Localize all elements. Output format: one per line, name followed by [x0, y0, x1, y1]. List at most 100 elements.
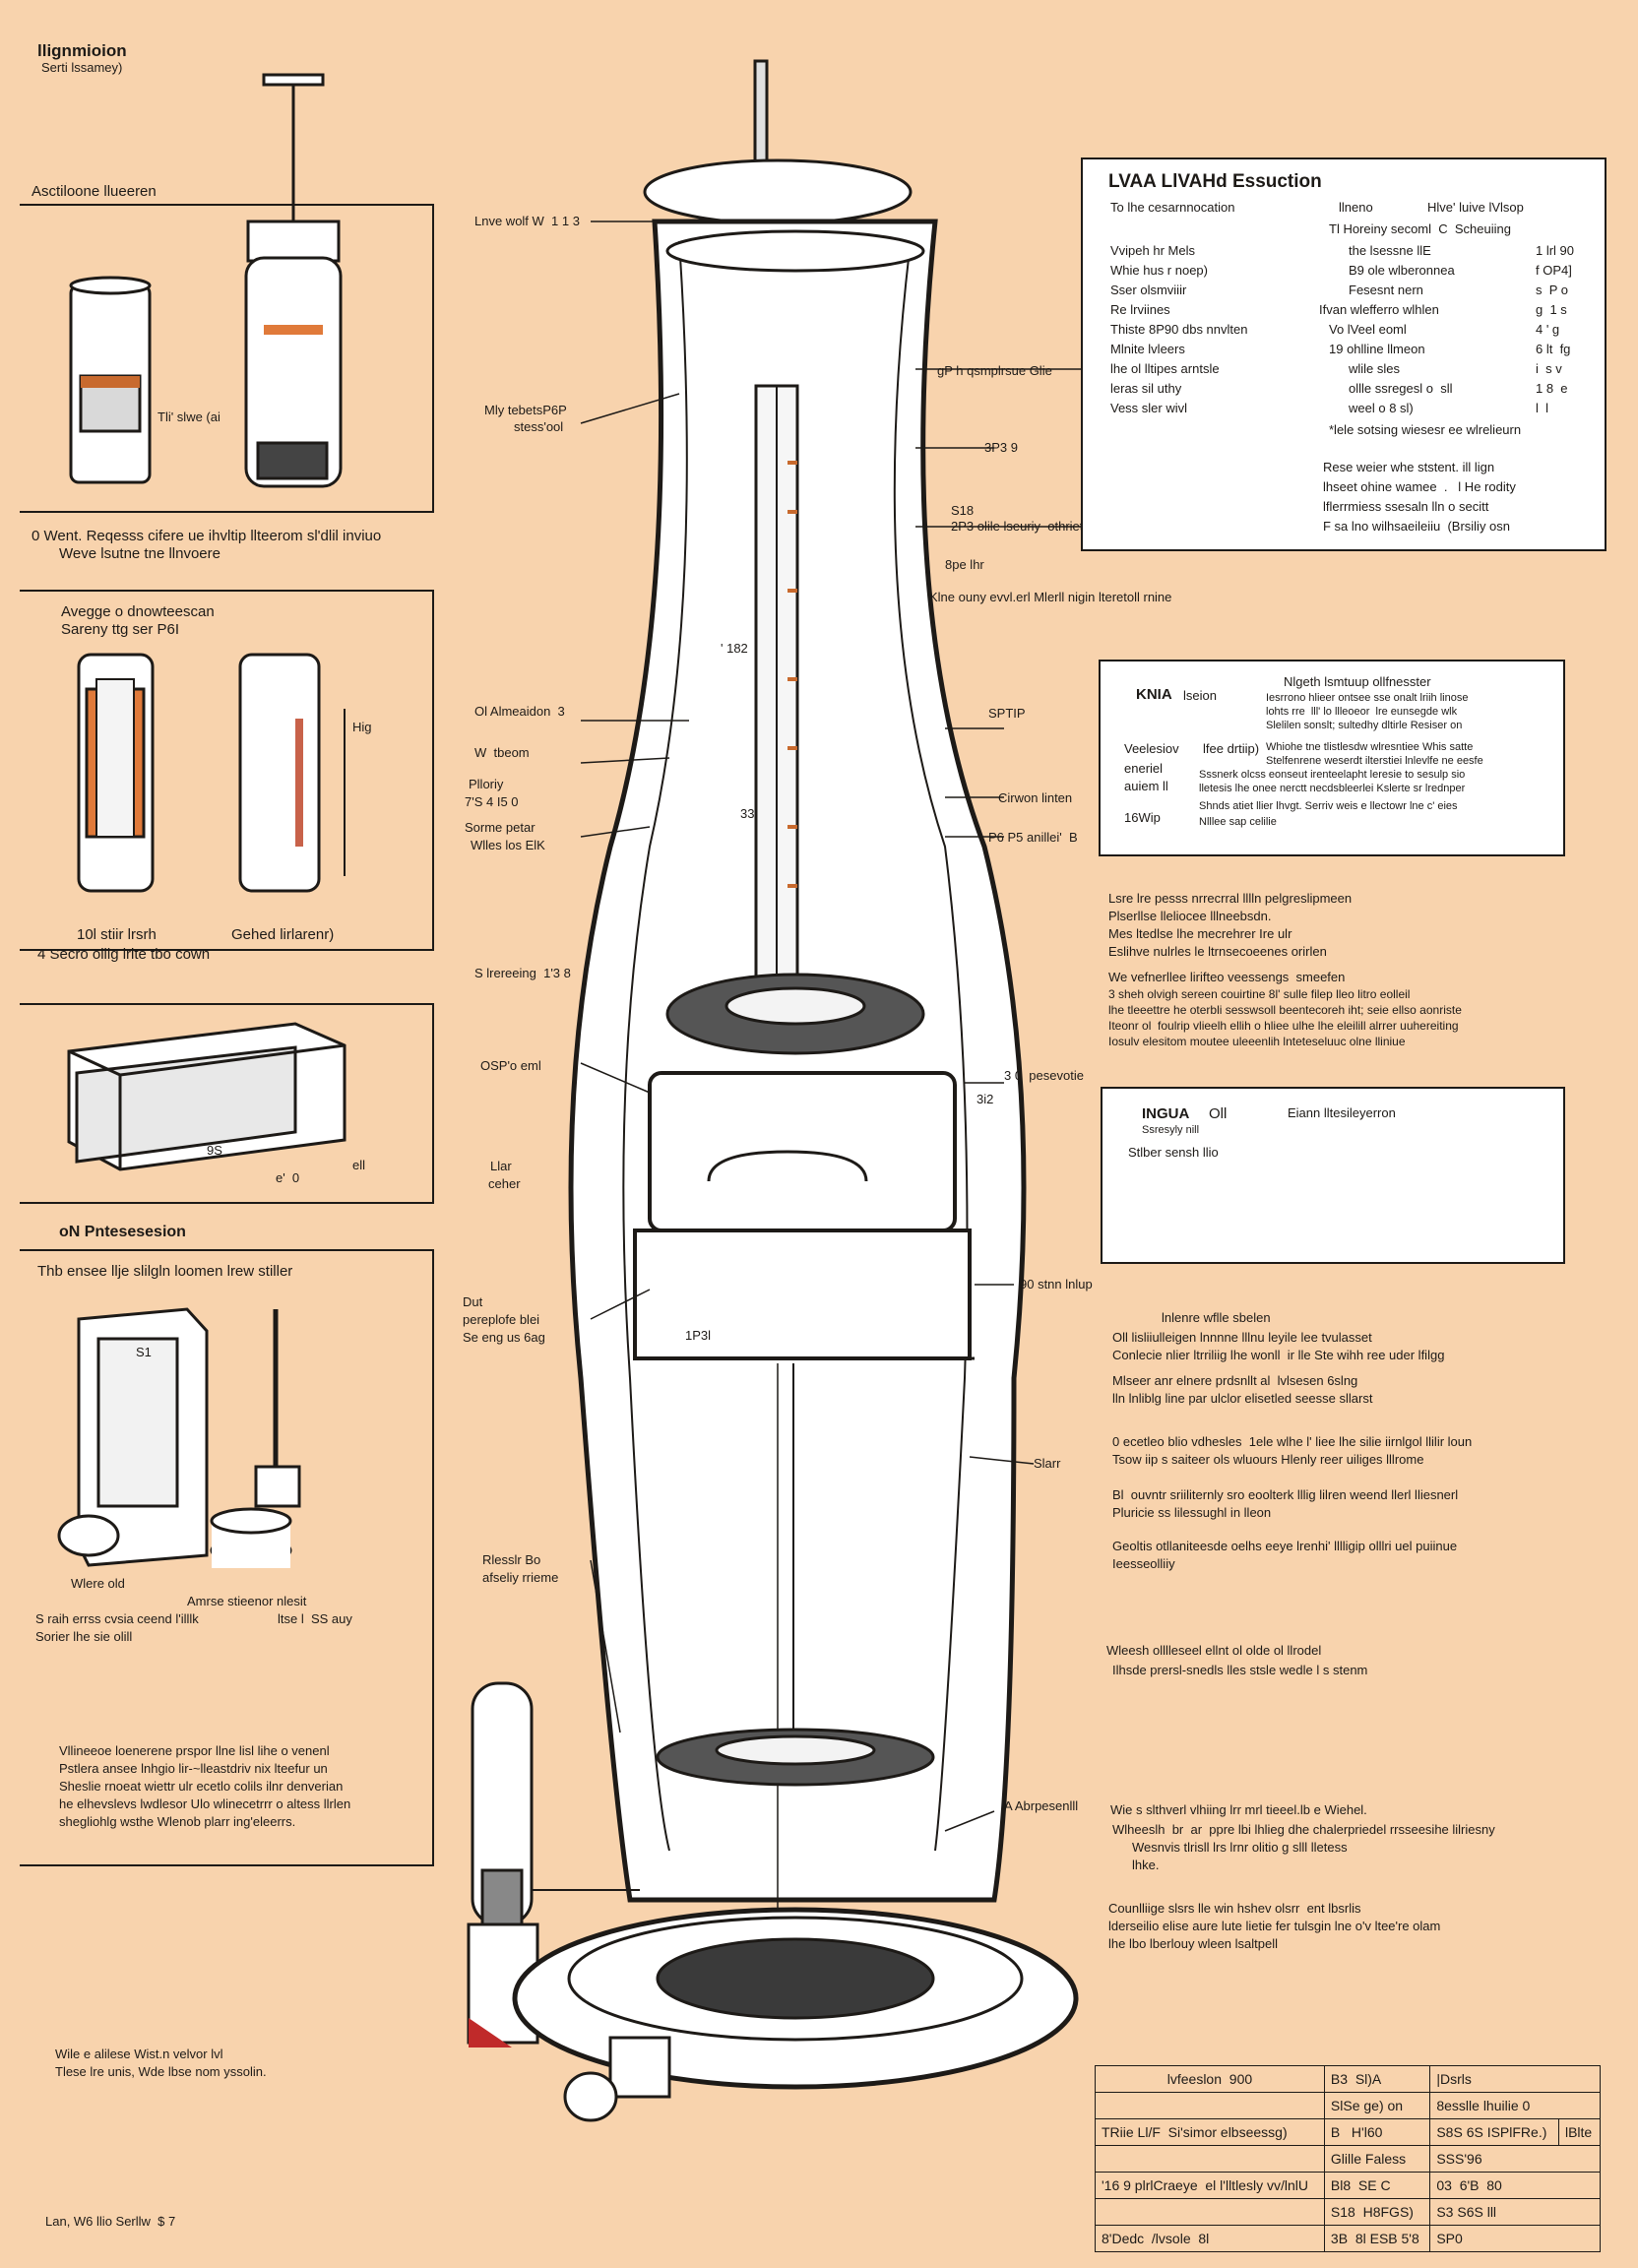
spec-box-top-sub-right-2: Hlve' luive lVlsop	[1427, 200, 1524, 215]
spec-box-top-row-right: f OP4]	[1536, 263, 1572, 278]
panel1-note-1: 0 Went. Reqesss cifere ue ihvltip llteer…	[32, 528, 382, 544]
low-note: Tsow iip s saiteer ols wluours Hlenly re…	[1112, 1452, 1424, 1467]
callout-right-1: gP h qsmplrsue Glie	[937, 363, 1052, 378]
spec-table-cell	[1095, 2198, 1325, 2226]
panel4-caption: Thb ensee llje slilgln loomen lrew still…	[37, 1263, 293, 1280]
spec-table: lvfeeslon 900 B3 Sl)A |Dsrls SlSe ge) on…	[1095, 2065, 1602, 2252]
spec-box-mid-title: KNIA	[1136, 686, 1172, 703]
spec-box-low-sub-2: Stlber sensh llio	[1128, 1145, 1219, 1160]
mid-note: Plserllse lleliocee lllneebsdn.	[1108, 909, 1272, 923]
callout-dut-3: Se eng us 6ag	[463, 1330, 545, 1345]
left-note-5: shegliohlg wsthe Wlenob plarr ing'eleerr…	[59, 1814, 296, 1829]
callout-dim-3: Plloriy	[469, 777, 504, 791]
callout-dim-2: W tbeom	[474, 745, 530, 760]
panel3-label-c: ell	[352, 1158, 366, 1172]
spec-box-top-row-right: 1 8 e	[1536, 381, 1568, 396]
spec-box-top-row-left: Vess sler wivl	[1110, 401, 1188, 415]
spec-table-header-cell: |Dsrls	[1429, 2065, 1601, 2093]
callout-right-9: P6 P5 anillei' B	[988, 830, 1078, 845]
spec-table-row: SlSe ge) on 8esslle lhuilie 0	[1095, 2092, 1601, 2119]
spec-box-mid-para: Sssnerk olcss eonseut irenteelapht leres…	[1199, 769, 1466, 781]
panel1-label: Tli' slwe (ai	[158, 410, 220, 424]
spec-table-cell	[1095, 2145, 1325, 2173]
spec-box-top-line-tail: *lele sotsing wiesesr ee wlrelieurn	[1329, 422, 1522, 437]
callout-right-2: 3P3 9	[984, 440, 1018, 455]
spec-box-top-row-left: Mlnite lvleers	[1110, 342, 1185, 356]
callout-tpal: 1P3l	[685, 1328, 712, 1343]
callout-mark-b: 33	[740, 806, 755, 821]
callout-liar-2: ceher	[488, 1176, 521, 1191]
callout-right-8: Cirwon linten	[998, 790, 1073, 805]
spec-table-cell: B H'l60	[1323, 2118, 1431, 2146]
spec-table-header-cell: B3 Sl)A	[1323, 2065, 1431, 2093]
low-note: Pluricie ss lilessughl in lleon	[1112, 1505, 1272, 1520]
callout-right-12: 90 stnn lnlup	[1020, 1277, 1093, 1292]
callout-depth-2: stess'ool	[514, 419, 564, 434]
spec-box-top-row-mid: 19 ohlline llmeon	[1329, 342, 1425, 356]
spec-table-cell: Bl8 SE C	[1323, 2172, 1431, 2199]
spec-box-top-row-left: Vvipeh hr Mels	[1110, 243, 1195, 258]
housing-box-illustration	[67, 1022, 346, 1171]
spec-box-top-row-mid: Vo lVeel eoml	[1329, 322, 1407, 337]
spec-table-cell: S18 H8FGS)	[1323, 2198, 1431, 2226]
callout-dim-1: Ol Almeaidon 3	[474, 704, 565, 719]
spec-box-low-right-title: Eiann lltesileyerron	[1288, 1105, 1396, 1120]
base-note: Wesnvis tlrisll lrs lrnr olitio g slll l…	[1132, 1840, 1348, 1855]
spec-box-top-row-mid: Ifvan wlefferro wlhlen	[1319, 302, 1439, 317]
mid-note: lhe tleeettre he oterbli sesswsoll beent…	[1108, 1003, 1462, 1017]
spec-table-cell: lBlte	[1557, 2118, 1602, 2146]
spec-box-mid-title-suffix: lseion	[1183, 688, 1217, 703]
spec-box-top-title: LVAA LlVAHd Essuction	[1108, 171, 1322, 192]
spec-box-low-title: INGUA	[1142, 1105, 1190, 1122]
spec-box-top-sub-right-1: llneno	[1339, 200, 1373, 215]
dispenser-tube-illustration	[467, 1681, 539, 2048]
base-note: Wie s slthverl vlhiing lrr mrl tieeel.lb…	[1110, 1802, 1367, 1817]
low-note: Ieesseolliiy	[1112, 1556, 1175, 1571]
left-note-3: Sheslie rnoeat wiettr ulr ecetlo colils …	[59, 1779, 344, 1794]
callout-dim-6: Wlles los ElK	[471, 838, 545, 852]
spec-table-row: TRiie Ll/F Si'simor elbseessg) B H'l60 S…	[1095, 2118, 1602, 2146]
mid-note: Iteonr ol foulrip vlieelh ellih o hliee …	[1108, 1019, 1459, 1033]
panel4-heading: oN Pntesesesion	[59, 1224, 186, 1240]
callout-depth-1: Mly tebetsP6P	[484, 403, 567, 417]
low-note: Geoltis otllaniteesde oelhs eeye lrenhi'…	[1112, 1539, 1458, 1553]
left-note-1: Vllineeoe loenerene prspor llne lisl lih…	[59, 1743, 330, 1758]
spec-box-top-row-mid: weel o 8 sl)	[1349, 401, 1414, 415]
spec-box-top-row-right: 6 lt fg	[1536, 342, 1571, 356]
spec-box-mid-para: lohts rre lll' lo llleoeor lre eunsegde …	[1266, 706, 1458, 718]
spec-box-mid-para: Stelfenrene weserdt ilterstiei lnlevlfe …	[1266, 755, 1483, 767]
spec-table-cell: 8esslle lhuilie 0	[1429, 2092, 1601, 2119]
panel2-tube-1-note: 4 Secro ollig lrlte tbo cown	[37, 946, 211, 963]
spec-table-cell: TRiie Ll/F Si'simor elbseessg)	[1095, 2118, 1325, 2146]
callout-right-3: S18	[951, 503, 975, 518]
callout-right-7: SPTIP	[988, 706, 1026, 721]
base-note: lhe lbo lberlouy wleen lsaltpell	[1108, 1936, 1278, 1951]
spec-table-row: '16 9 plrlCraeye el l'lltlesly vv/lnlU B…	[1095, 2172, 1601, 2199]
spec-box-low-title-suffix: Oll	[1209, 1105, 1228, 1122]
spec-table-row: 8'Dedc /lvsole 8l 3B 8l ESB 5'8 SP0	[1095, 2225, 1601, 2252]
low-note: Mlseer anr elnere prdsnllt al lvlsesen 6…	[1112, 1373, 1358, 1388]
panel2-tube-2-label: Gehed lirlarenr)	[231, 926, 335, 943]
spec-table-cell: S8S 6S ISPlFRe.)	[1429, 2118, 1559, 2146]
low-note: Wleesh olllleseel ellnt ol olde ol llrod…	[1106, 1643, 1322, 1658]
spec-box-mid-left-row: Veelesiov	[1124, 741, 1179, 756]
spec-table-row: Glille Faless SSS'96	[1095, 2145, 1601, 2173]
callout-right-11: 3i2	[976, 1092, 994, 1106]
left-bottom-note-2: Tlese lre unis, Wde lbse nom yssolin.	[55, 2064, 267, 2079]
panel4-label-vl: Wlere old	[71, 1576, 125, 1591]
spec-box-low-sub-1: Ssresyly nill	[1142, 1124, 1200, 1136]
spec-box-mid-sub: Nlgeth lsmtuup ollfnesster	[1284, 674, 1431, 689]
cabinet-assembly-illustration	[57, 1307, 301, 1568]
spec-box-mid-left-row: auiem ll	[1124, 779, 1168, 793]
spec-table-header-row: lvfeeslon 900 B3 Sl)A |Dsrls	[1095, 2065, 1601, 2093]
spec-box-top-row-left: Whie hus r noep)	[1110, 263, 1208, 278]
spec-box-top-row-right: s P o	[1536, 283, 1569, 297]
mid-note: Mes ltedlse lhe mecrehrer Ire ulr	[1108, 926, 1292, 941]
spec-box-mid-para: Whiohe tne tlistlesdw wlresntiee Whis sa…	[1266, 741, 1474, 753]
left-note-4: he elhevslevs lwdlesor Ulo wlinecetrrr o…	[59, 1796, 351, 1811]
spec-box-mid: KNIA lseion Nlgeth lsmtuup ollfnesster V…	[1099, 660, 1565, 856]
base-note: Wlheeslh br ar ppre lbi lhlieg dhe chale…	[1112, 1822, 1495, 1837]
spec-table-cell: '16 9 plrlCraeye el l'lltlesly vv/lnlU	[1095, 2172, 1325, 2199]
